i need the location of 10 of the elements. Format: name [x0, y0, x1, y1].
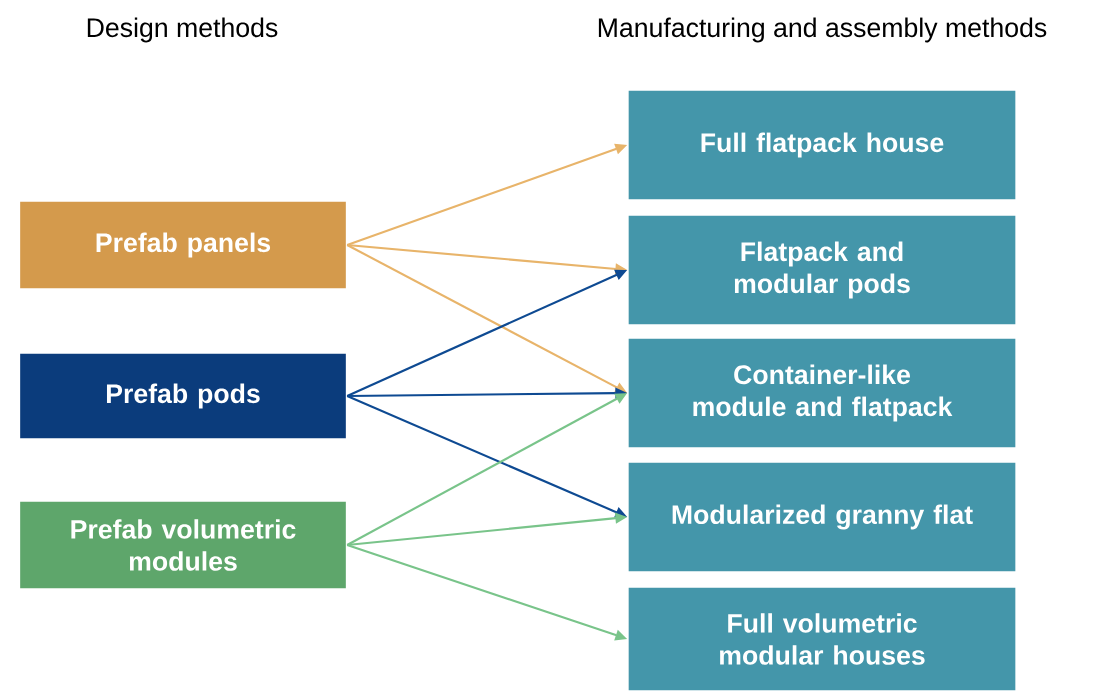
column-heading: Design methods	[87, 17, 278, 43]
process-box: Full flatpack house	[627, 89, 1017, 201]
process-box: Prefab volumetric modules	[18, 500, 348, 590]
process-box: Modularized granny flat	[627, 461, 1017, 573]
process-box: Prefab panels	[18, 200, 348, 290]
process-box: Full volumetric modular houses	[627, 586, 1017, 692]
process-box: Prefab pods	[18, 352, 348, 440]
process-box: Container-like module and flatpack	[627, 337, 1017, 449]
process-box: Flatpack and modular pods	[627, 214, 1017, 326]
column-heading: Manufacturing and assembly methods	[598, 17, 1047, 43]
